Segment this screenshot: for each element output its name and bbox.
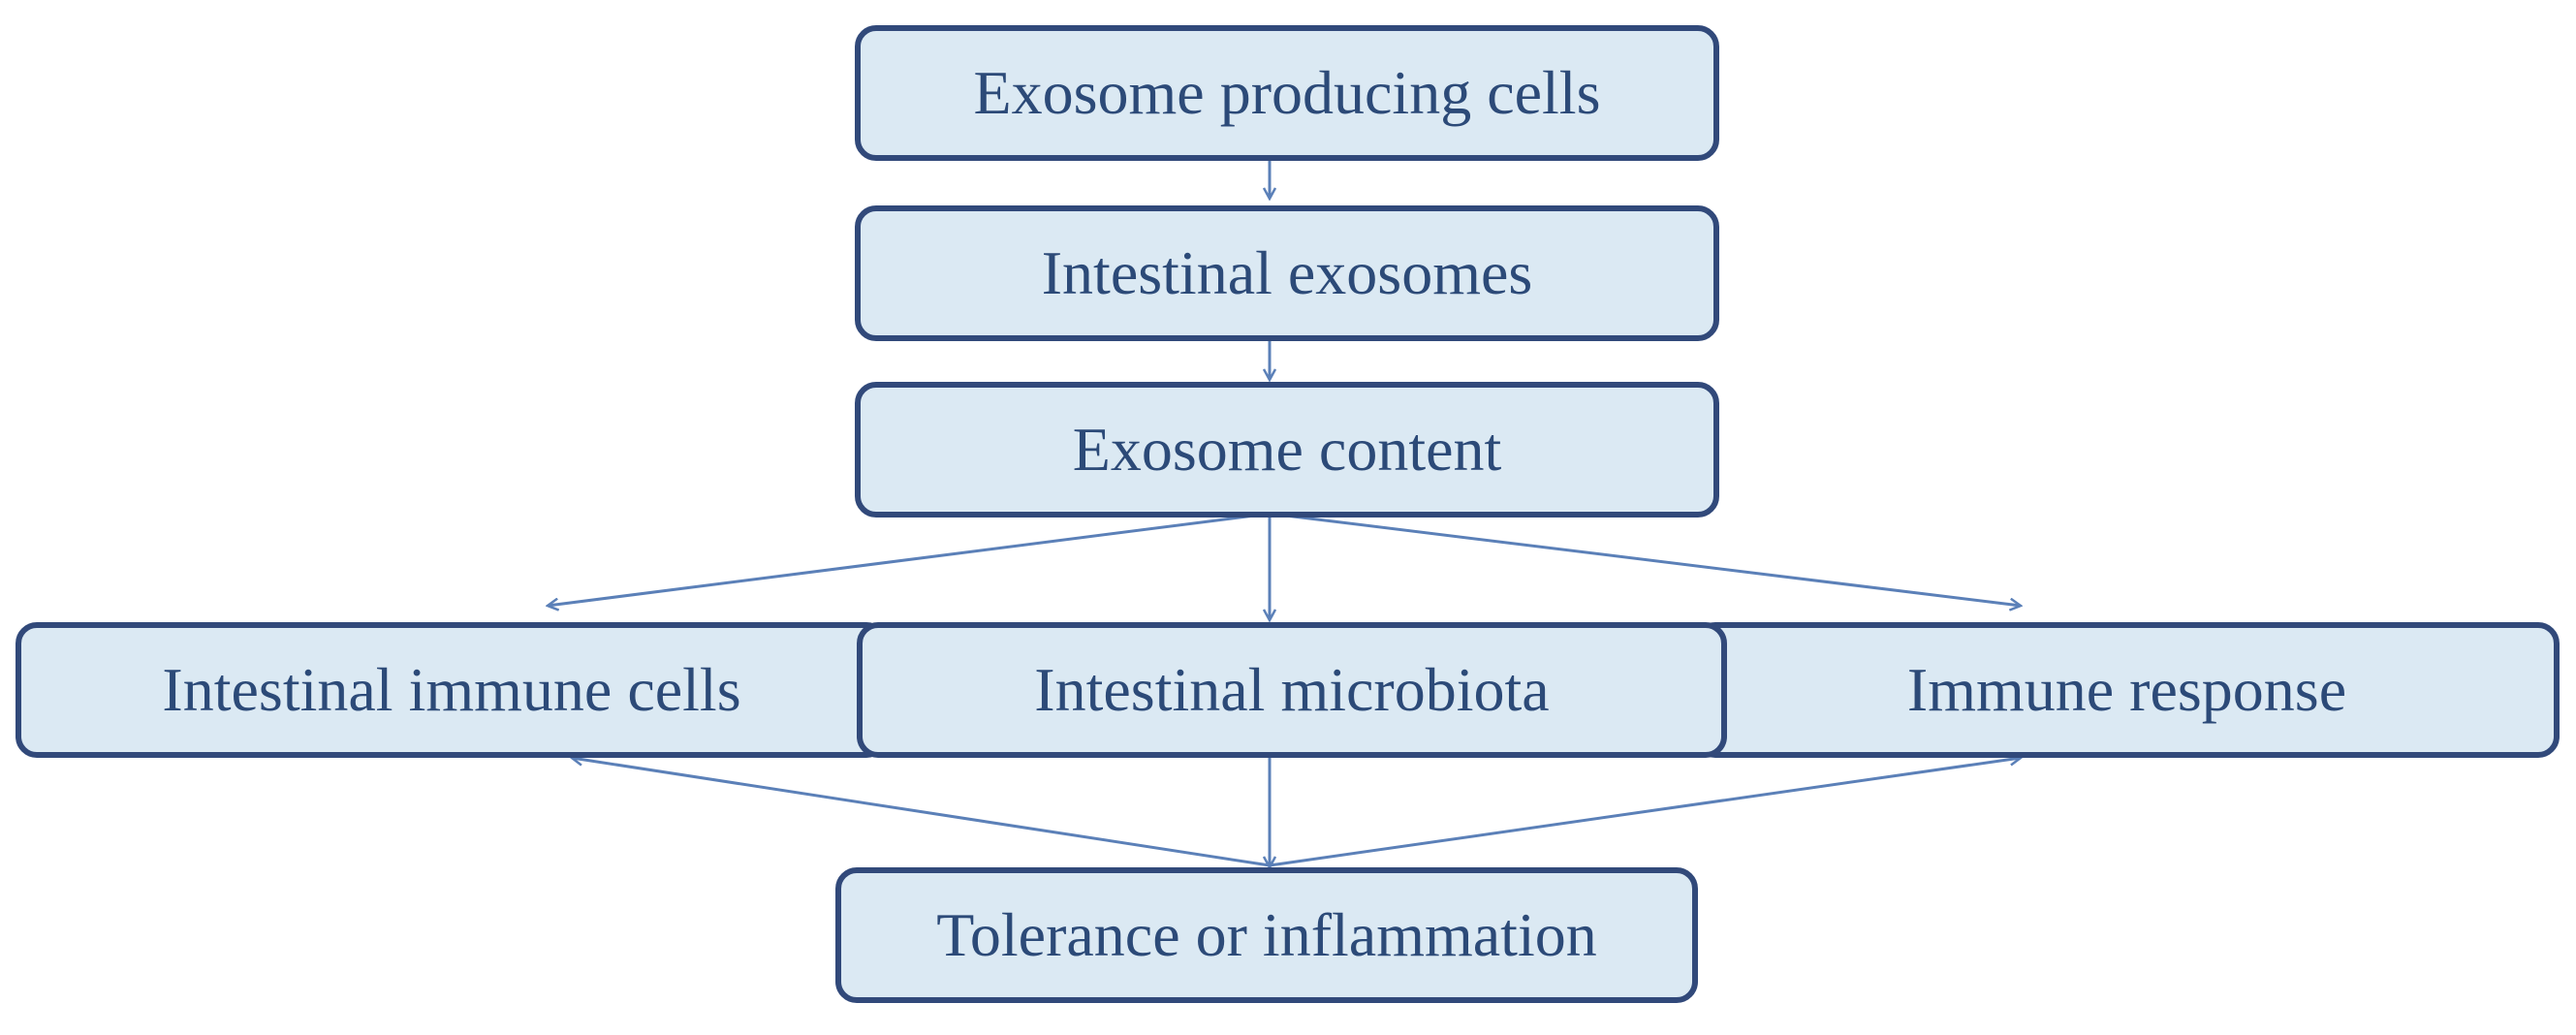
- arrow-content-to-immune-cells: [548, 512, 1271, 606]
- node-immune-response: Immune response: [1694, 622, 2560, 758]
- arrow-tolerance-to-immune-cells: [572, 758, 1271, 867]
- arrow-content-to-immune-response: [1269, 512, 2021, 606]
- node-exosome-content: Exosome content: [855, 382, 1719, 518]
- node-exosome-producing-cells: Exosome producing cells: [855, 25, 1719, 161]
- arrow-tolerance-to-immune-response: [1269, 758, 2021, 867]
- node-intestinal-exosomes: Intestinal exosomes: [855, 205, 1719, 341]
- node-tolerance-or-inflammation: Tolerance or inflammation: [835, 867, 1698, 1003]
- node-intestinal-microbiota: Intestinal microbiota: [857, 622, 1727, 758]
- node-intestinal-immune-cells: Intestinal immune cells: [16, 622, 888, 758]
